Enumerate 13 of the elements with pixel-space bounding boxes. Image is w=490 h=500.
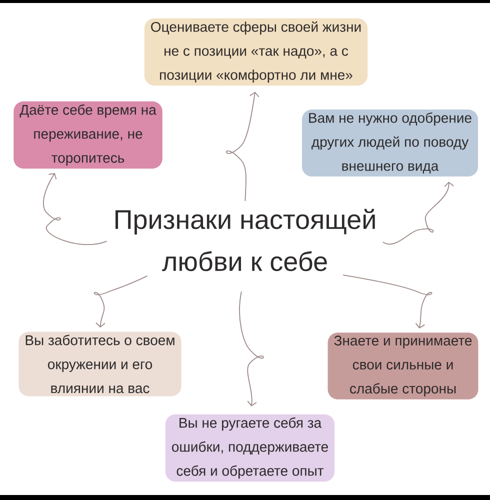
highlighted-note: Даёте себе время на переживание, не торопитесь <box>14 101 162 169</box>
curly-arrow <box>94 276 148 328</box>
highlighted-note: Вы заботитесь о своем окружении и его влиянии на вас <box>18 332 182 396</box>
highlighted-note: Оцениваете сферы своей жизни не с позиции «так надо», а с позиции «комфортно ли мне» <box>144 18 368 86</box>
curly-arrow <box>382 182 454 245</box>
curly-arrow <box>43 173 107 245</box>
highlighted-note: Вам не нужно одобрение других людей по поводу внешнего вида <box>302 109 478 177</box>
curly-arrow <box>342 274 432 329</box>
highlighted-note: Вы не ругаете себя за ошибки, поддерживаете себя и обретаете опыт <box>165 414 335 482</box>
highlighted-note: Знаете и принимаете свои сильные и слабые стороны <box>328 332 478 400</box>
curly-arrow <box>226 92 260 202</box>
curly-arrow <box>239 292 264 406</box>
title-text: Признаки настоящей любви к себе <box>116 208 375 272</box>
